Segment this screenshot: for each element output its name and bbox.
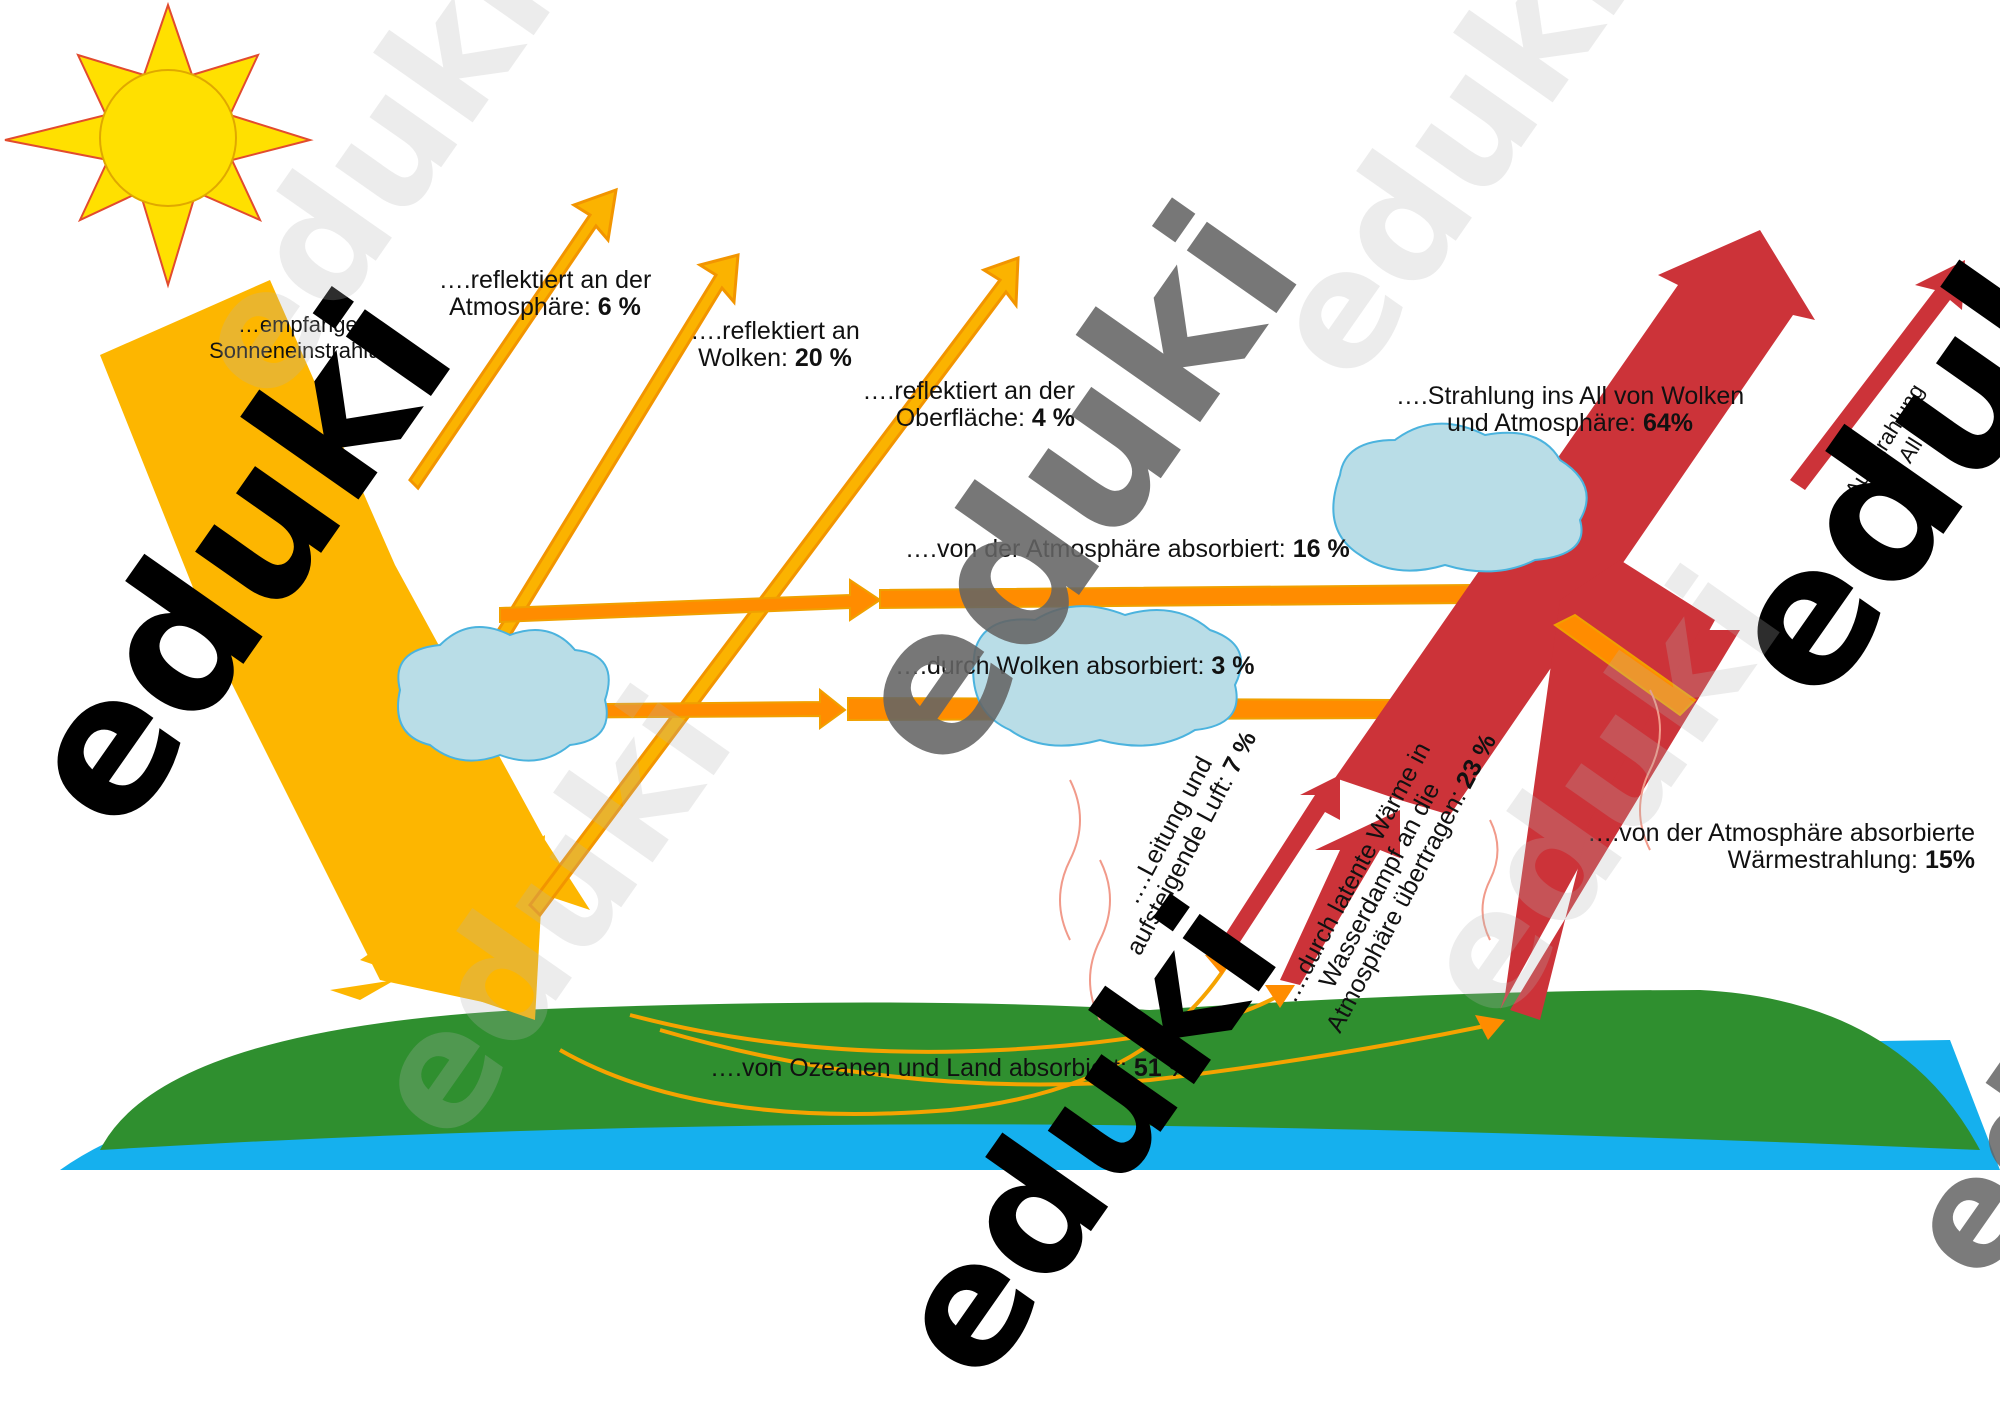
label-reflected-atmosphere: ….reflektiert an der Atmosphäre: 6 % [410,267,680,321]
label-line: und Atmosphäre: 64% [1446,409,1693,437]
label-reflected-clouds: ….reflektiert an Wolken: 20 % [660,318,890,372]
cloud-icon [397,626,610,762]
label-absorbed-atmosphere: ….von der Atmosphäre absorbiert: 16 % [905,535,1350,563]
label-text: ….reflektiert an [690,317,860,345]
label-line: Atmosphäre: 6 % [449,293,641,321]
surface-arrow-heads [1205,950,1505,1040]
label-absorbed-clouds: ….durch Wolken absorbiert: 3 % [895,652,1255,680]
label-text: Sonneneinstrahlung: [209,338,411,363]
heat-waves [1059,689,1661,1021]
label-space-emission: ….Strahlung ins All von Wolken und Atmos… [1370,383,1770,437]
label-text: ….reflektiert an der [438,266,652,294]
surface-flow-arrows [559,958,1491,1116]
earth-surface [60,990,2000,1170]
label-absorbed-heat-radiation: ….von der Atmosphäre absorbierte Wärmest… [1560,820,1975,874]
cloud-icon [972,605,1243,747]
label-line: Wolken: 20 % [698,344,852,372]
reflected-arrows [408,187,1020,918]
label-received-radiation: …empfangene Sonneneinstrahlung: [190,312,430,364]
incoming-solar-arrow [100,280,590,1020]
sun-icon [4,1,314,289]
label-text: ….Strahlung ins All von Wolken [1395,382,1745,410]
cloud-icon [1332,422,1588,573]
label-text: ….reflektiert an der [862,377,1075,405]
diagram-art [4,1,2000,1170]
label-text: ….von der Atmosphäre absorbierte [1587,819,1975,847]
label-text: …empfangene [237,312,383,337]
label-line: Wärmestrahlung: 15% [1727,846,1975,874]
absorbed-heat-bar [1553,613,1697,717]
label-absorbed-surface: ….von Ozeanen und Land absorbiert: 51 % [710,1054,1191,1082]
label-reflected-surface: ….reflektiert an der Oberfläche: 4 % [800,378,1075,432]
label-line: Oberfläche: 4 % [895,404,1075,432]
